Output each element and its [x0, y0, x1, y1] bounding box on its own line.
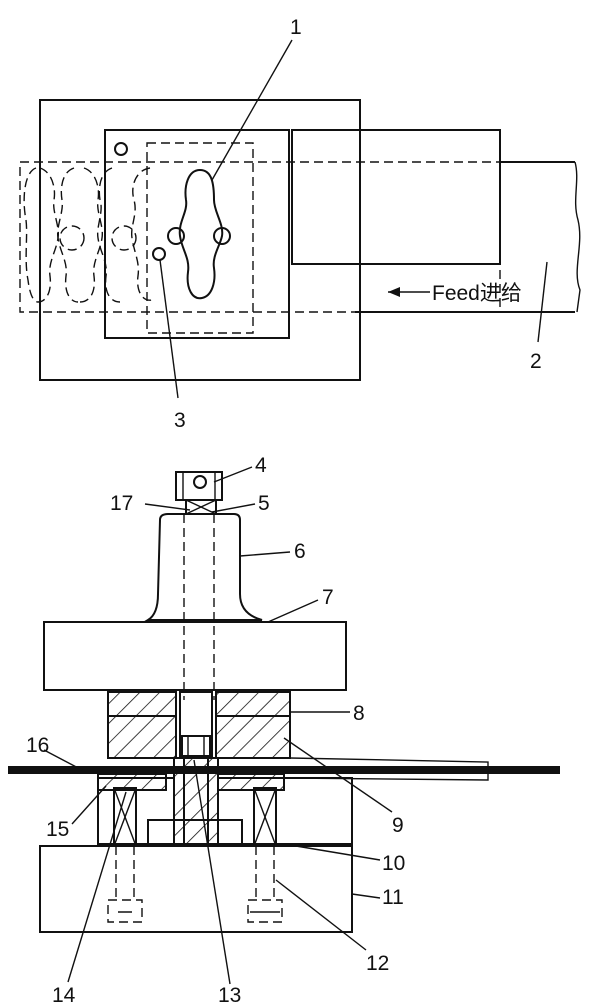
leader-7 — [267, 599, 319, 623]
leader-6 — [239, 551, 291, 557]
leader-11 — [351, 893, 381, 899]
pilot-hole-3 — [152, 247, 166, 261]
leader-17 — [144, 503, 191, 511]
leader-15 — [71, 785, 107, 825]
pilot-hole-top — [114, 142, 128, 156]
callout-12: 12 — [366, 952, 389, 975]
center-pilot-head — [181, 735, 211, 757]
strip-right-tail — [289, 757, 489, 781]
callout-11: 11 — [382, 886, 404, 909]
lower-die-plate-outline — [39, 99, 361, 381]
callout-14: 14 — [52, 984, 76, 1006]
callout-5: 5 — [258, 492, 270, 515]
die-base — [39, 845, 353, 933]
leader-14 — [67, 791, 127, 983]
blank-pilot-left — [167, 227, 185, 245]
blank-shape-solid — [178, 168, 224, 300]
callout-8: 8 — [353, 702, 365, 725]
callout-17: 17 — [110, 492, 133, 515]
leader-9 — [283, 737, 393, 813]
shank-body — [144, 513, 263, 621]
leader-16 — [43, 749, 83, 771]
shank-nut-hole — [193, 475, 207, 489]
leader-5 — [211, 503, 256, 513]
guide-block — [291, 129, 501, 265]
callout-10: 10 — [382, 852, 405, 875]
callout-9: 9 — [392, 814, 404, 837]
callout-13: 13 — [218, 984, 241, 1006]
leader-10 — [283, 843, 381, 861]
callout-15: 15 — [46, 818, 69, 841]
callout-1: 1 — [290, 16, 302, 39]
leader-3 — [159, 259, 179, 399]
spring-right — [253, 787, 277, 847]
blank-pilot-right — [213, 227, 231, 245]
leader-13 — [193, 759, 231, 985]
upper-die-plate — [43, 621, 347, 691]
strip-outline-dashed — [19, 161, 501, 313]
callout-3: 3 — [174, 409, 186, 432]
section-view: 4 17 5 6 7 8 9 10 11 12 13 14 15 16 — [8, 454, 560, 1006]
callout-16: 16 — [26, 734, 49, 757]
strip-material — [8, 766, 560, 774]
feed-arrow — [388, 287, 430, 297]
callout-6: 6 — [294, 540, 306, 563]
leader-2 — [537, 261, 548, 343]
leader-12 — [275, 879, 367, 951]
leader-1 — [211, 39, 293, 181]
strip-right-body — [355, 161, 575, 313]
callout-4: 4 — [255, 454, 267, 477]
feed-label: Feed进给 — [432, 282, 522, 305]
stripper-plate — [104, 129, 290, 339]
screws-dashed — [107, 846, 283, 923]
strip-broken-edge — [574, 161, 581, 313]
punch-holder-right — [215, 691, 291, 759]
callout-2: 2 — [530, 350, 542, 373]
plan-view: Feed进给 1 2 3 — [19, 16, 581, 432]
punch-plate-dashed — [146, 142, 254, 334]
previous-blanks-dashed — [23, 167, 153, 303]
callout-7: 7 — [322, 586, 334, 609]
center-pilot — [179, 691, 213, 759]
punch-holder-left — [107, 691, 177, 759]
leader-4 — [213, 466, 253, 483]
